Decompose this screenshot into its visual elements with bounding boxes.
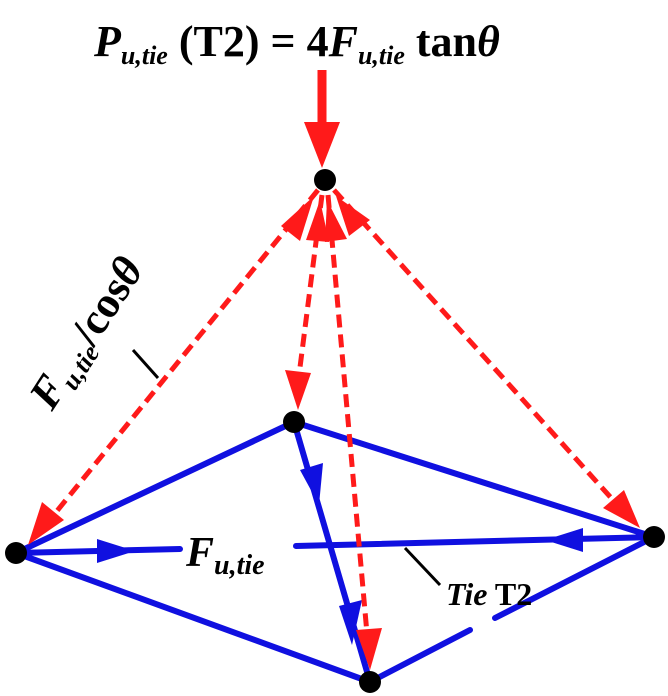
apex-arrow-back — [306, 200, 329, 242]
strut-arrow-front — [356, 628, 382, 670]
tie-back-right — [291, 419, 657, 540]
tie-diagonal-back-front — [291, 419, 373, 685]
strut-to-right — [332, 188, 624, 512]
strut-base-arrowheads — [28, 370, 640, 670]
tie-members — [13, 419, 657, 685]
apex-arrow-front — [325, 200, 347, 242]
strut-apex-arrowheads — [281, 196, 370, 242]
node-right — [643, 526, 665, 548]
tie-front-right — [367, 627, 473, 685]
tie-arrow-diag-upper — [300, 463, 323, 505]
tie-arrowheads — [97, 463, 583, 645]
tie-arrow-right — [545, 528, 583, 552]
tie-arrow-left — [97, 539, 135, 563]
load-label: Pu,tie (T2) = 4Fu,tie tanθ — [93, 17, 500, 70]
compression-struts — [46, 188, 624, 646]
tie-front-right-2 — [492, 534, 657, 621]
strut-arrow-back — [285, 370, 311, 410]
strut-to-front — [325, 194, 371, 646]
applied-load-arrow — [304, 70, 340, 168]
apex-arrow-left — [281, 196, 314, 241]
strut-label-leader — [131, 349, 160, 379]
node-apex — [314, 169, 336, 191]
tie-label-leader — [403, 546, 442, 587]
tie-name-label: Tie T2 — [446, 576, 532, 612]
tie-t2-right — [293, 534, 657, 549]
tie-left-back — [13, 419, 297, 556]
apex-arrow-right — [336, 196, 370, 236]
strut-force-label: Fu,tie/cosθ — [19, 248, 157, 420]
nodes — [5, 169, 665, 693]
strut-arrow-right — [603, 490, 640, 528]
tie-arrow-diag-lower — [339, 600, 362, 645]
node-left — [5, 542, 27, 564]
tie-force-label: Fu,tie — [185, 530, 265, 581]
strut-arrow-left — [28, 502, 64, 545]
node-back — [283, 411, 305, 433]
strut-to-left — [46, 188, 320, 524]
node-front — [359, 671, 381, 693]
tie-left-front — [13, 550, 373, 685]
